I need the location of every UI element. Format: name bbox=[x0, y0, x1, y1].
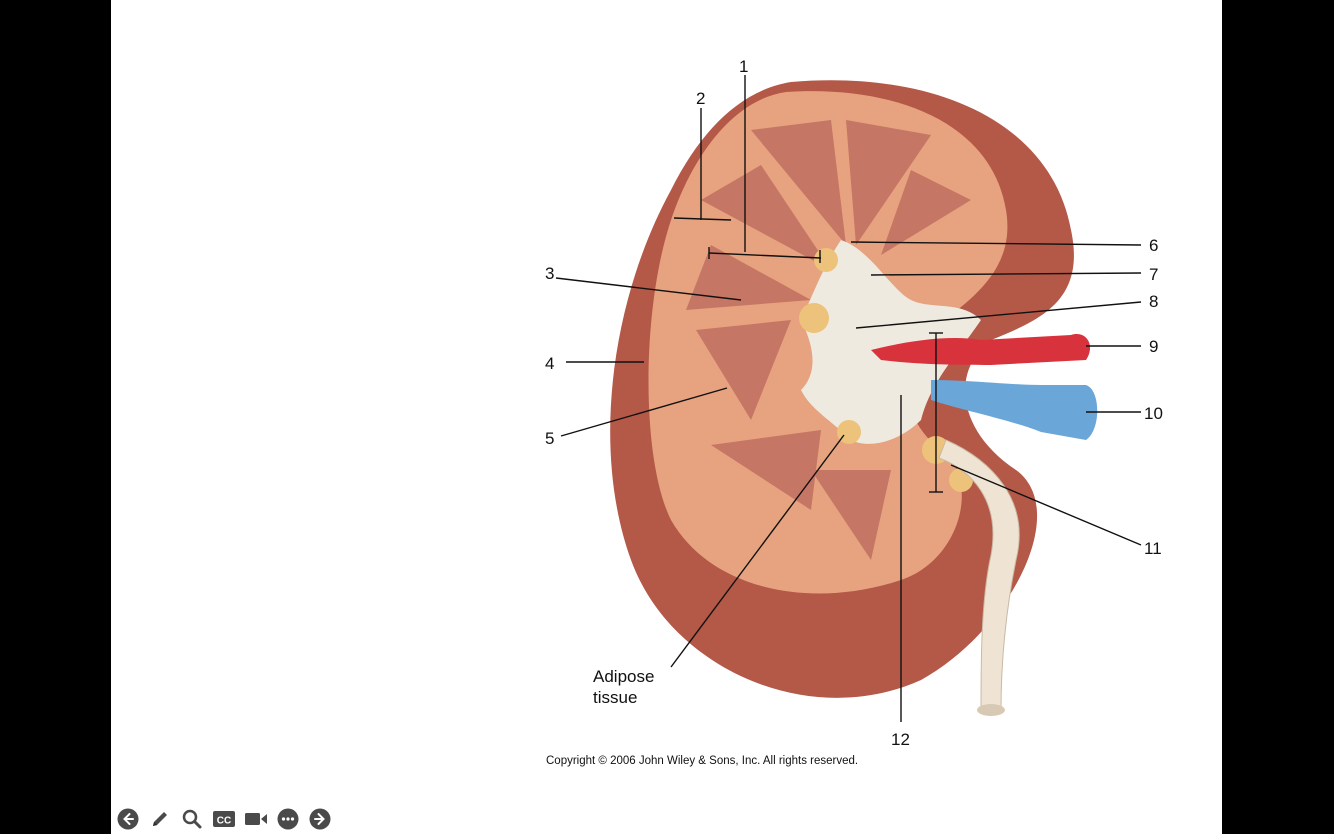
arrow-left-icon bbox=[117, 808, 139, 830]
camera-button[interactable] bbox=[243, 806, 269, 832]
label-2: 2 bbox=[696, 90, 705, 107]
label-5: 5 bbox=[545, 430, 554, 447]
label-6: 6 bbox=[1149, 237, 1158, 254]
cc-icon: CC bbox=[212, 808, 236, 830]
magnifier-icon bbox=[181, 808, 203, 830]
label-adipose-tissue: Adipose tissue bbox=[593, 666, 693, 708]
ellipsis-icon bbox=[277, 808, 299, 830]
next-slide-button[interactable] bbox=[307, 806, 333, 832]
presentation-toolbar: CC bbox=[115, 806, 333, 832]
kidney-diagram bbox=[111, 0, 1222, 834]
label-11: 11 bbox=[1144, 540, 1162, 557]
more-options-button[interactable] bbox=[275, 806, 301, 832]
ureter-opening bbox=[977, 704, 1005, 716]
copyright-notice: Copyright © 2006 John Wiley & Sons, Inc.… bbox=[546, 755, 858, 767]
captions-button[interactable]: CC bbox=[211, 806, 237, 832]
label-9: 9 bbox=[1149, 338, 1158, 355]
zoom-button[interactable] bbox=[179, 806, 205, 832]
video-camera-icon bbox=[243, 808, 269, 830]
label-3: 3 bbox=[545, 265, 554, 282]
slide: 1 2 3 4 5 6 7 8 9 10 11 12 Adipose tissu… bbox=[111, 0, 1222, 834]
label-8: 8 bbox=[1149, 293, 1158, 310]
label-10: 10 bbox=[1144, 405, 1163, 422]
label-1: 1 bbox=[739, 58, 748, 75]
arrow-right-icon bbox=[309, 808, 331, 830]
previous-slide-button[interactable] bbox=[115, 806, 141, 832]
label-4: 4 bbox=[545, 355, 554, 372]
cc-icon-text: CC bbox=[217, 816, 231, 827]
pencil-icon bbox=[149, 808, 171, 830]
label-12: 12 bbox=[891, 731, 910, 748]
label-7: 7 bbox=[1149, 266, 1158, 283]
pen-tool-button[interactable] bbox=[147, 806, 173, 832]
